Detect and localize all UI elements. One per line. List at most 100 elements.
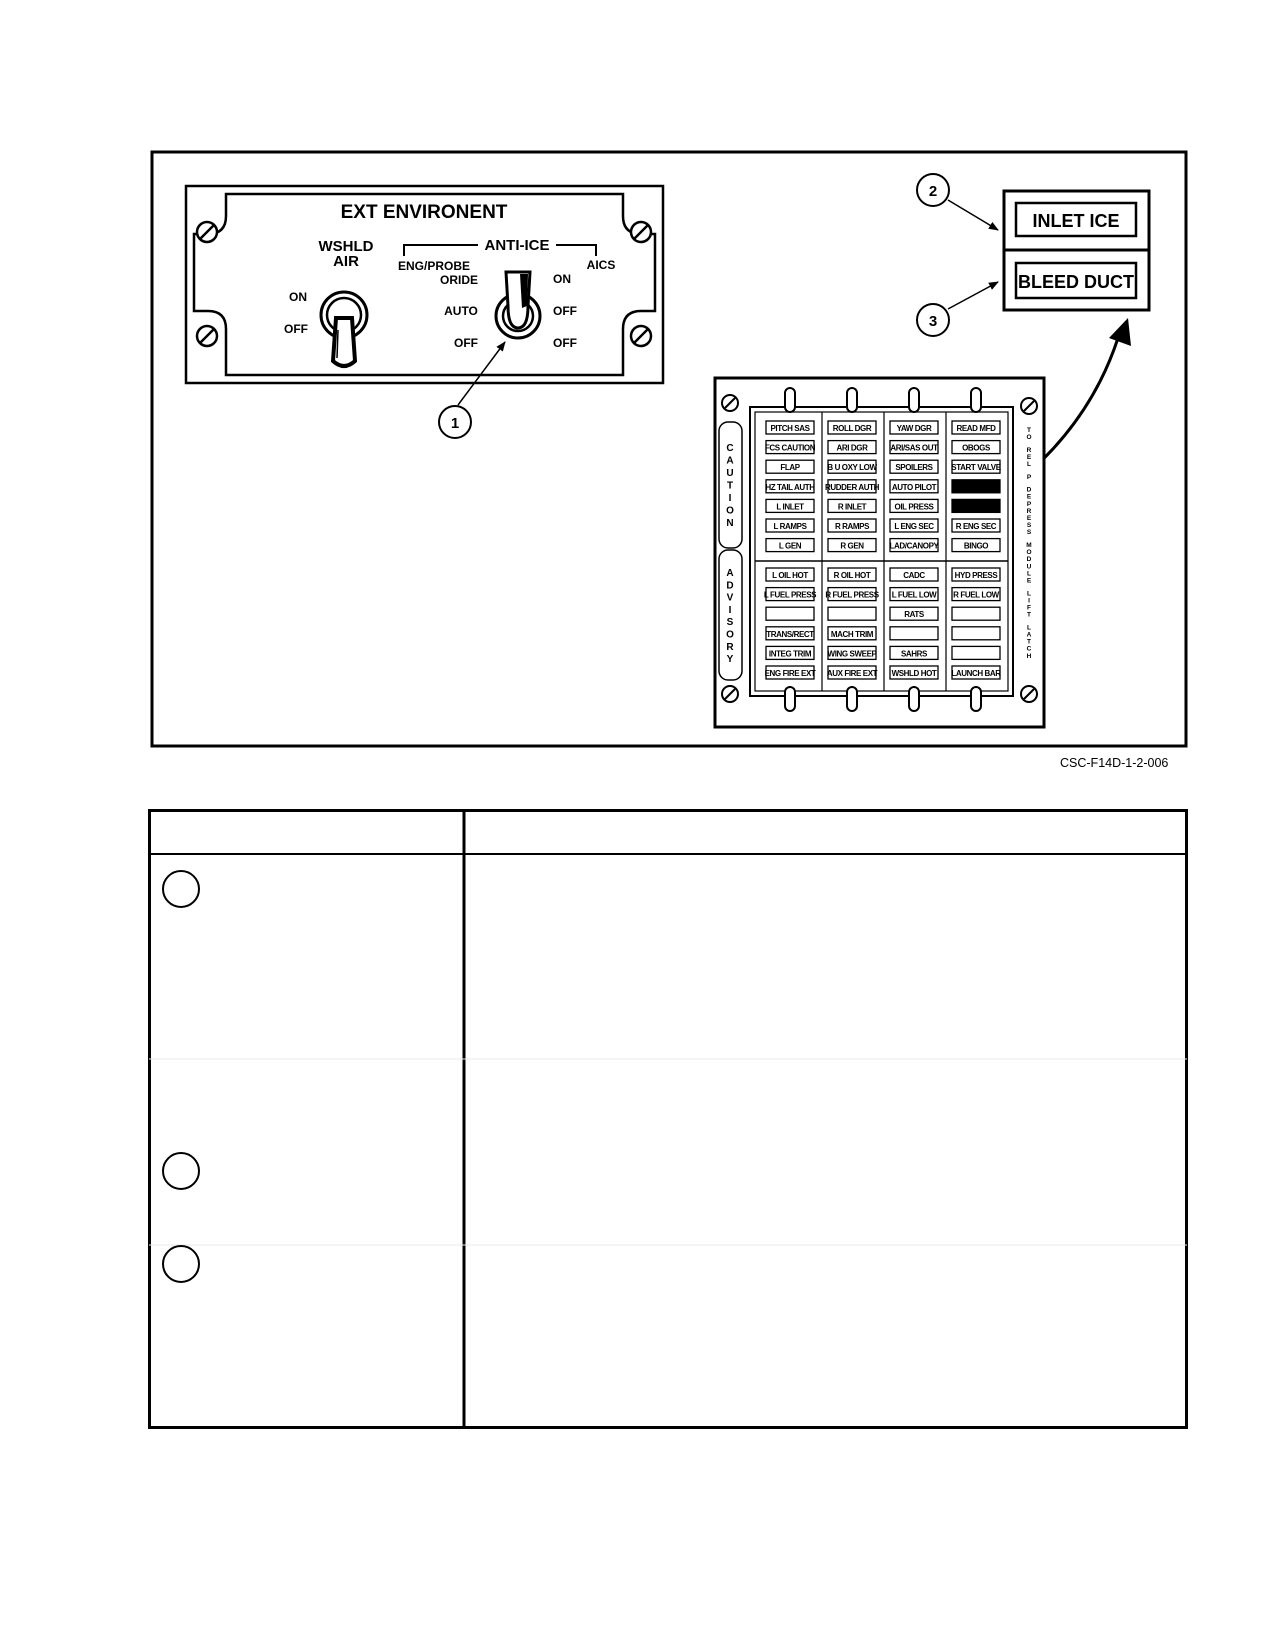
advisory-light: MACH TRIM xyxy=(827,626,877,641)
panel-screw-icon xyxy=(629,220,653,244)
ext-environment-panel: EXT ENVIRONENT WSHLD AIR ANTI-ICE ENG/PR… xyxy=(184,184,665,385)
advisory-side-bar xyxy=(718,549,743,681)
bleed-duct-label: BLEED DUCT xyxy=(1018,272,1134,292)
advisory-light xyxy=(765,606,815,621)
advisory-light-label: AUX FIRE EXT xyxy=(827,669,878,678)
advisory-light-label: L FUEL LOW xyxy=(892,591,937,600)
caution-light-label: L ENG SEC xyxy=(894,522,934,531)
caution-light: L INLET xyxy=(765,498,815,514)
caution-light: AUTO PILOT xyxy=(889,479,939,494)
panel-title: EXT ENVIRONENT xyxy=(341,202,508,223)
light-detail-box: INLET ICE BLEED DUCT xyxy=(1002,189,1151,312)
caution-light-label: RUDDER AUTH xyxy=(825,483,880,492)
advisory-light-label: TRANS/RECT xyxy=(766,630,814,639)
advisory-light xyxy=(951,645,1001,661)
caution-light-label: ROLL DGR xyxy=(833,424,872,433)
advisory-light xyxy=(951,626,1001,641)
oride-label: ORIDE xyxy=(440,273,478,287)
caution-light-label: ARI DGR xyxy=(837,444,869,453)
caution-light: OIL PRESS xyxy=(889,498,939,514)
wshld-air-toggle-switch xyxy=(319,290,369,368)
anti-ice-lever-switch xyxy=(494,270,542,340)
caution-light-label: R RAMPS xyxy=(835,522,870,531)
latch-slot xyxy=(846,387,858,413)
module-screw-icon xyxy=(721,685,739,703)
inlet-ice-light xyxy=(1014,201,1138,238)
caution-light-label: R GEN xyxy=(840,542,864,551)
aics-off-label: OFF xyxy=(553,304,577,318)
bleed-duct-light xyxy=(1014,261,1138,300)
anti-ice-bracket xyxy=(403,244,597,256)
advisory-light: INTEG TRIM xyxy=(765,645,815,661)
caution-light-label: OIL PRESS xyxy=(895,502,935,511)
panel-screw-icon xyxy=(195,324,219,348)
module-screw-icon xyxy=(1020,397,1038,415)
latch-slot xyxy=(846,686,858,712)
caution-light-label: ARI/SAS OUT xyxy=(890,444,938,453)
caution-light: START VALVE xyxy=(951,459,1002,474)
callout-2: 2 xyxy=(916,173,999,231)
eng-probe-label: ENG/PROBE xyxy=(398,259,470,273)
caution-light: LAD/CANOPY xyxy=(889,537,940,553)
caution-light-label: L GEN xyxy=(779,542,802,551)
caution-light-label: L INLET xyxy=(776,502,804,511)
caution-light-label: B U OXY LOW xyxy=(827,463,877,472)
callout-3: 3 xyxy=(916,281,999,337)
item-3-marker xyxy=(162,1245,200,1283)
advisory-light-label: RATS xyxy=(904,610,925,619)
wshld-off-label: OFF xyxy=(284,322,308,336)
caution-light-label: READ MFD xyxy=(956,424,996,433)
caution-light-label: LAD/CANOPY xyxy=(890,542,940,551)
latch-slot xyxy=(908,686,920,712)
caution-light-label: AUTO PILOT xyxy=(892,483,937,492)
caution-light: B U OXY LOW xyxy=(827,459,878,474)
caution-light-label: L RAMPS xyxy=(773,522,807,531)
advisory-light: RATS xyxy=(889,606,939,621)
advisory-light: L FUEL LOW xyxy=(889,586,939,602)
caution-light-label: R INLET xyxy=(838,502,867,511)
advisory-light-label: R OIL HOT xyxy=(834,571,871,580)
latch-slot xyxy=(970,387,982,413)
advisory-light: L FUEL PRESS xyxy=(764,586,818,602)
callout-number: 1 xyxy=(451,415,459,432)
caution-light: L RAMPS xyxy=(765,518,815,533)
caution-light-label: START VALVE xyxy=(951,463,1001,472)
inlet-ice-label: INLET ICE xyxy=(1032,211,1119,231)
callout-number: 3 xyxy=(929,313,937,330)
caution-side-bar xyxy=(718,421,743,549)
advisory-light-label: ENG FIRE EXT xyxy=(765,669,816,678)
advisory-light-label: L OIL HOT xyxy=(772,571,808,580)
caution-light: BINGO xyxy=(951,537,1001,553)
advisory-light-label: L FUEL PRESS xyxy=(764,591,817,600)
caution-light-label: YAW DGR xyxy=(897,424,932,433)
latch-slot xyxy=(784,686,796,712)
caution-light: SPOILERS xyxy=(889,459,939,474)
advisory-light: WSHLD HOT xyxy=(889,665,939,680)
advisory-light: CADC xyxy=(889,567,939,582)
advisory-light: AUX FIRE EXT xyxy=(827,665,878,680)
advisory-light-label: R FUEL LOW xyxy=(953,591,999,600)
aics-label: AICS xyxy=(587,258,616,272)
wshld-air-label: AIR xyxy=(333,253,359,270)
caution-light-label: HZ TAIL AUTH xyxy=(765,483,815,492)
caution-light-label: SPOILERS xyxy=(895,463,933,472)
item-1-marker xyxy=(162,870,200,908)
advisory-light: L OIL HOT xyxy=(765,567,815,582)
advisory-light xyxy=(951,606,1001,621)
figure-id: CSC-F14D-1-2-006 xyxy=(1060,756,1169,770)
advisory-light xyxy=(889,626,939,641)
caution-light: HZ TAIL AUTH xyxy=(765,479,816,494)
caution-light: ARI DGR xyxy=(827,439,877,455)
caution-light-label: BINGO xyxy=(964,542,988,551)
caution-light xyxy=(951,479,1001,494)
callout-1: 1 xyxy=(438,341,506,439)
advisory-light-label: MACH TRIM xyxy=(831,630,874,639)
caution-light: R GEN xyxy=(827,537,877,553)
caution-light-label: R ENG SEC xyxy=(956,522,997,531)
advisory-light-label: R FUEL PRESS xyxy=(825,591,879,600)
